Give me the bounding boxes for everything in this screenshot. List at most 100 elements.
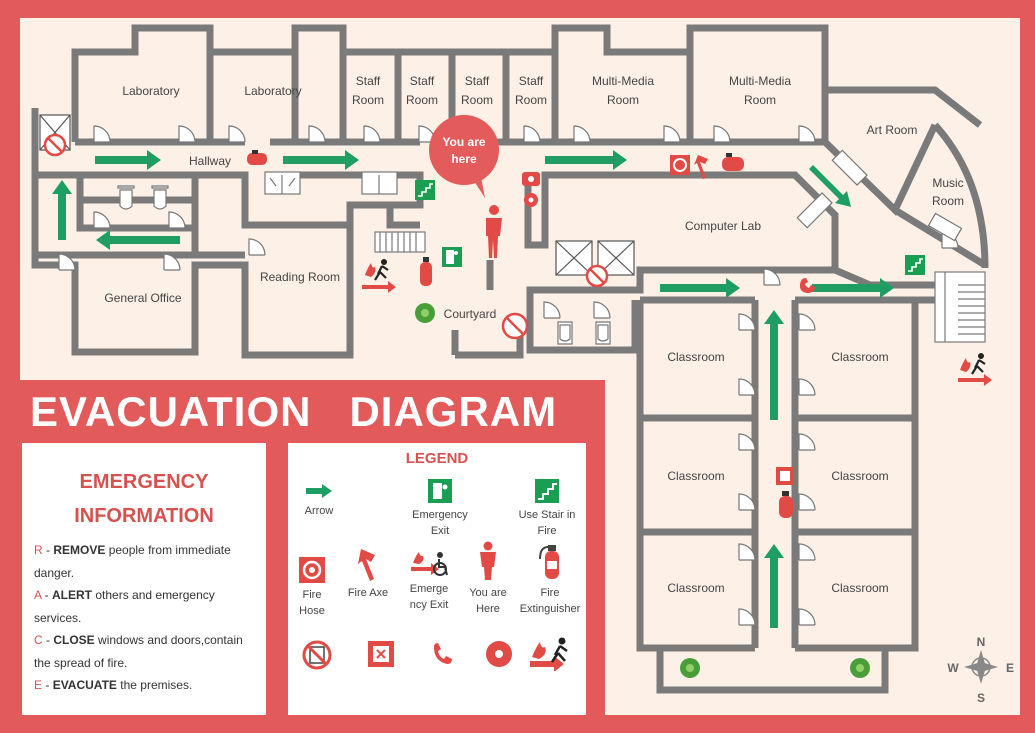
room-multimedia-1-b: Room: [607, 93, 639, 107]
step-text: others and emergency services.: [34, 588, 215, 625]
room-classroom: Classroom: [831, 581, 888, 595]
legend-emergency-exit-2-line2: ncy Exit: [409, 599, 449, 611]
room-classroom: Classroom: [667, 581, 724, 595]
legend-emergency-exit: Emergency Exit: [406, 479, 474, 539]
courtyard-label: Courtyard: [444, 307, 497, 321]
legend-fire-exit-run: [526, 637, 572, 675]
emergency-title-line2: INFORMATION: [74, 505, 214, 527]
fire-exit-run-icon: [362, 259, 396, 293]
step-text: people from immediate danger.: [34, 543, 231, 580]
fire-hose-icon: [670, 155, 690, 175]
room-music-b: Room: [932, 194, 964, 208]
fire-extinguisher-icon: [539, 545, 559, 579]
no-elevator-icon: [501, 312, 529, 340]
step-text: the premises.: [116, 678, 193, 692]
legend-fire-hose: Fire Hose: [294, 557, 330, 619]
evacuation-arrows: [52, 150, 894, 628]
legend-emergency-exit-2-line1: Emerge: [409, 583, 449, 595]
step-dash: -: [42, 633, 54, 647]
plant-icon: [415, 303, 435, 323]
fire-extinguisher-icon: [722, 153, 744, 171]
phone-icon: [522, 172, 540, 186]
room-staff-1-b: Room: [352, 93, 384, 107]
emergency-step-remove: R - REMOVE people from immediate danger.: [34, 539, 262, 584]
room-staff-3-b: Room: [461, 93, 493, 107]
step-key: C: [34, 633, 43, 647]
room-multimedia-2-b: Room: [744, 93, 776, 107]
plan-icons: [43, 133, 992, 678]
room-staff-4-b: Room: [515, 93, 547, 107]
doors: [58, 125, 963, 626]
step-action: REMOVE: [53, 543, 106, 557]
emergency-info-title: EMERGENCY INFORMATION: [22, 465, 266, 533]
legend-fire-hose-line1: Fire: [302, 589, 322, 601]
legend-you-are-here: You are Here: [464, 541, 512, 617]
fire-extinguisher-icon: [779, 491, 793, 518]
step-key: A: [34, 588, 42, 602]
emergency-info-panel: EMERGENCY INFORMATION R - REMOVE people …: [22, 443, 266, 715]
compass-south: S: [977, 691, 985, 705]
compass-north: N: [977, 635, 986, 649]
legend-fire-extinguisher: Fire Extinguisher: [516, 541, 584, 617]
legend-emergency-exit-line1: Emergency: [412, 509, 468, 521]
room-music-a: Music: [932, 176, 963, 190]
room-staff-4-a: Staff: [519, 74, 544, 88]
legend-no-elevator: [300, 639, 334, 675]
legend-you-are-here-line2: Here: [476, 603, 500, 615]
room-classroom: Classroom: [667, 469, 724, 483]
plant-icon: [680, 658, 700, 678]
person-icon: [480, 541, 496, 580]
legend-fire-axe: Fire Axe: [342, 547, 394, 601]
emergency-exit-sign-icon: [442, 247, 462, 267]
legend-break-glass: [366, 641, 396, 671]
legend-emergency-exit-line2: Exit: [430, 525, 450, 537]
emergency-step-evacuate: E - EVACUATE the premises.: [34, 674, 262, 697]
room-classroom: Classroom: [667, 350, 724, 364]
room-classroom: Classroom: [831, 350, 888, 364]
room-general-office: General Office: [104, 291, 181, 305]
legend-title: LEGEND: [405, 450, 469, 467]
break-glass-icon: [776, 467, 794, 485]
room-staff-1-a: Staff: [356, 74, 381, 88]
room-multimedia-1-a: Multi-Media: [592, 74, 654, 88]
page-title: EVACUATION DIAGRAM: [30, 388, 557, 436]
step-dash: -: [42, 543, 54, 557]
room-multimedia-2-a: Multi-Media: [729, 74, 791, 88]
legend-phone: [426, 641, 456, 671]
you-are-here-marker: You are here: [429, 115, 502, 258]
room-art: Art Room: [867, 123, 918, 137]
room-computer-lab: Computer Lab: [685, 219, 761, 233]
hallway-label: Hallway: [189, 154, 231, 168]
emergency-steps: R - REMOVE people from immediate danger.…: [34, 539, 262, 697]
room-laboratory-1: Laboratory: [122, 84, 179, 98]
fire-exit-run-icon: [530, 637, 568, 671]
break-glass-icon: [368, 641, 394, 667]
legend-arrow: Arrow: [296, 483, 342, 519]
step-action: ALERT: [52, 588, 93, 602]
room-staff-2-a: Staff: [410, 74, 435, 88]
stair-sign-icon: [535, 479, 559, 503]
emergency-step-alert: A - ALERT others and emergency services.: [34, 584, 262, 629]
fire-axe-icon: [694, 155, 708, 179]
room-staff-3-a: Staff: [465, 74, 490, 88]
phone-icon: [434, 643, 452, 664]
emergency-title-line1: EMERGENCY: [79, 471, 209, 493]
legend-emergency-exit-2: Emerge ncy Exit: [400, 551, 458, 613]
room-classroom: Classroom: [831, 469, 888, 483]
arrow-icon: [306, 484, 332, 498]
title-right: DIAGRAM: [349, 388, 558, 435]
fire-extinguisher-icon: [420, 257, 432, 286]
step-dash: -: [41, 588, 53, 602]
legend-use-stair-line2: Fire: [537, 525, 557, 537]
legend-panel: LEGEND Arrow Emergency Exit Use Stair in…: [288, 443, 586, 715]
legend-fire-extinguisher-line2: Extinguisher: [519, 603, 581, 615]
legend-fire-axe-label: Fire Axe: [347, 587, 389, 599]
fire-extinguisher-icon: [247, 150, 267, 165]
compass-west: W: [947, 661, 959, 675]
legend-you-are-here-line1: You are: [469, 587, 507, 599]
title-left: EVACUATION: [30, 388, 312, 435]
floor-area-lower: [605, 380, 1020, 715]
legend-fire-hose-line2: Hose: [299, 605, 325, 617]
emergency-step-close: C - CLOSE windows and doors,contain the …: [34, 629, 262, 674]
